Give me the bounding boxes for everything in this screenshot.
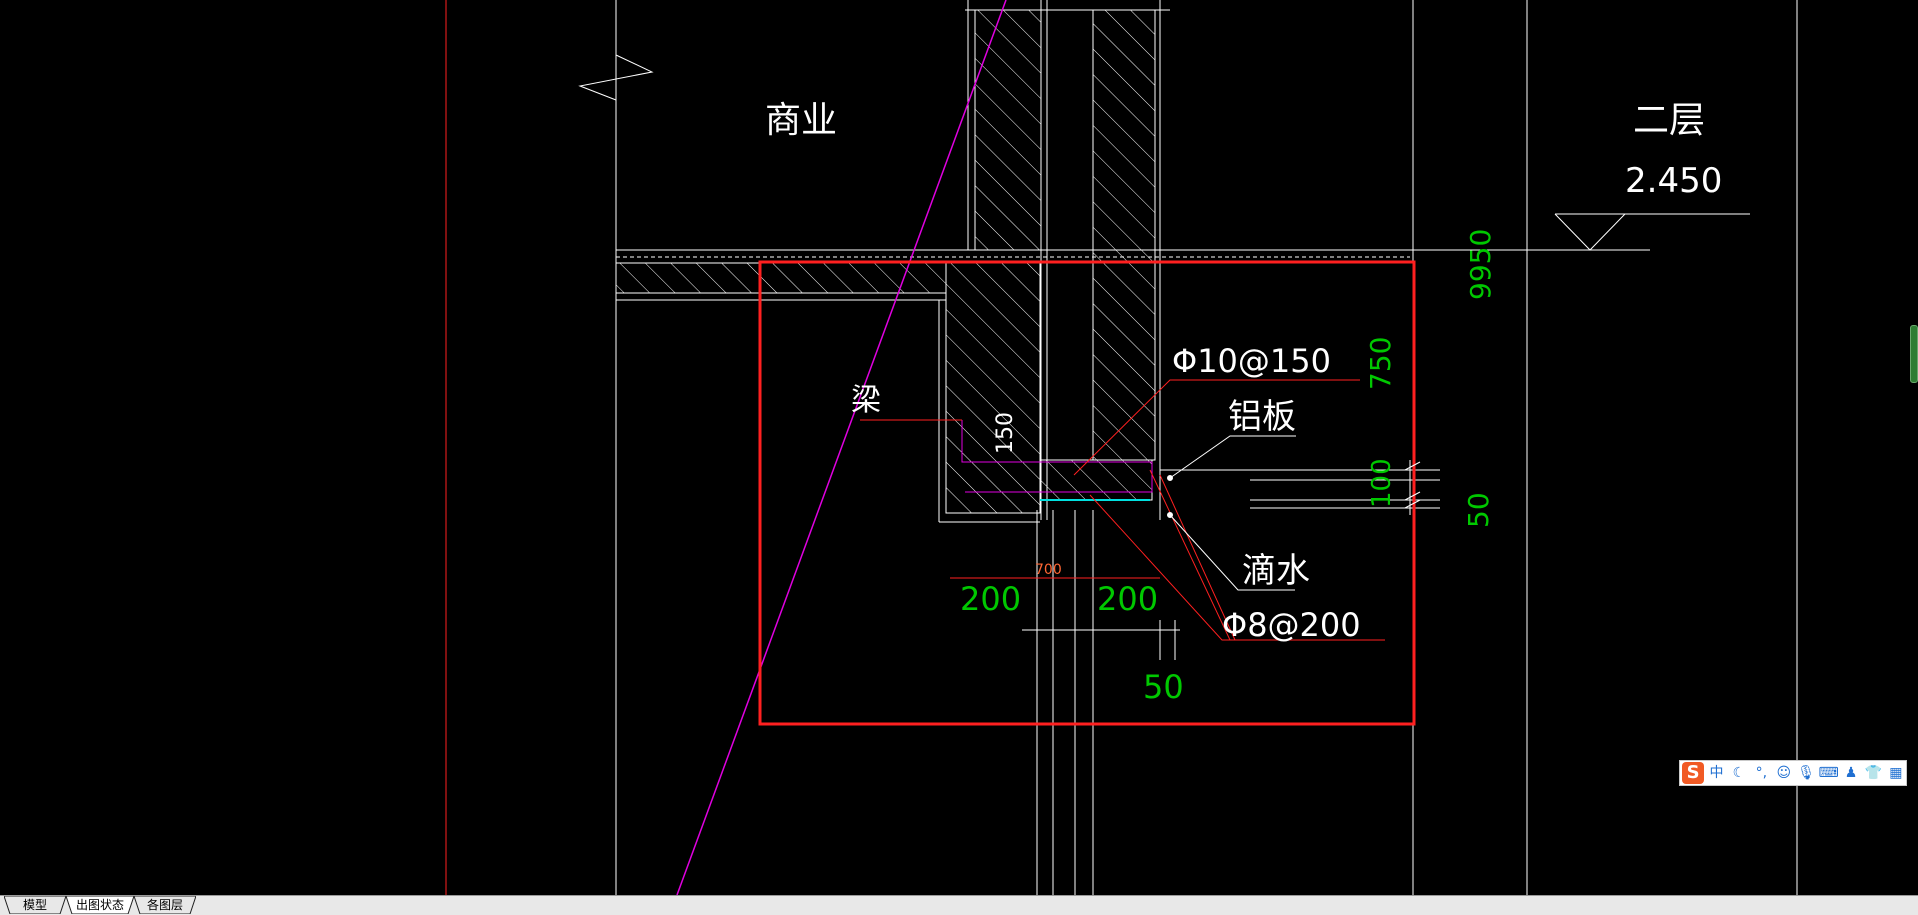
- scroll-grip[interactable]: [1910, 325, 1918, 383]
- dim-100: 100: [1367, 458, 1397, 508]
- label-drip: 滴水: [1242, 551, 1310, 591]
- dim-750: 750: [1364, 337, 1397, 390]
- grid-menu-icon[interactable]: ▦: [1889, 765, 1903, 781]
- ime-toolbar[interactable]: S 中 ☾ °, ☺ 🎙 ⌨ ♟ 👕 ▦: [1679, 760, 1907, 786]
- moon-icon[interactable]: ☾: [1732, 765, 1746, 781]
- tab-layers[interactable]: 各图层: [134, 896, 196, 914]
- emoji-icon[interactable]: ☺: [1776, 765, 1792, 781]
- punctuation-icon[interactable]: °,: [1755, 765, 1768, 781]
- label-rebar-bottom: Φ8@200: [1222, 606, 1361, 644]
- dim-200-right: 200: [1097, 580, 1158, 618]
- tab-print-layout[interactable]: 出图状态: [66, 896, 134, 914]
- canopy-slab: [1039, 459, 1440, 509]
- dim-9950: 9950: [1464, 229, 1497, 300]
- wall-columns: [965, 0, 1170, 520]
- microphone-icon[interactable]: 🎙: [1797, 765, 1816, 781]
- user-icon[interactable]: ♟: [1844, 765, 1858, 781]
- leader-lines: [860, 379, 1385, 641]
- label-dim-150: 150: [993, 412, 1018, 454]
- label-small-700: 700: [1035, 562, 1062, 578]
- drawing-canvas[interactable]: 商业 二层 2.450 梁 Φ10@150 铝板 滴水 Φ8@200 150 7…: [0, 0, 1918, 895]
- tab-print-layout-label: 出图状态: [75, 898, 124, 912]
- label-elevation: 2.450: [1625, 161, 1722, 201]
- guide-line: [676, 0, 1007, 895]
- tab-model[interactable]: 模型: [4, 896, 66, 914]
- break-symbol: [578, 0, 654, 250]
- tab-model-label: 模型: [22, 898, 47, 912]
- label-rebar-top: Φ10@150: [1172, 342, 1331, 380]
- dim-200-left: 200: [960, 580, 1021, 618]
- sogou-logo-icon[interactable]: S: [1682, 762, 1705, 784]
- label-aluminum-plate: 铝板: [1228, 397, 1296, 437]
- floor-slab: [615, 249, 1650, 523]
- label-second-floor: 二层: [1633, 100, 1705, 141]
- dim-50-bottom: 50: [1143, 668, 1184, 706]
- highlight-box: [758, 260, 1416, 726]
- skin-icon[interactable]: 👕: [1864, 765, 1883, 781]
- rebar-magenta: [961, 420, 1153, 493]
- ime-chinese-mode[interactable]: 中: [1709, 765, 1724, 781]
- keyboard-icon[interactable]: ⌨: [1818, 765, 1839, 781]
- dim-50-right: 50: [1462, 492, 1495, 528]
- label-commercial: 商业: [765, 100, 837, 141]
- dim-ticks: [1404, 460, 1421, 515]
- tab-layers-label: 各图层: [146, 898, 183, 912]
- layout-tab-bar: 模型 出图状态 各图层: [0, 895, 1918, 915]
- leader-white: [1022, 213, 1750, 660]
- label-beam: 梁: [851, 383, 881, 418]
